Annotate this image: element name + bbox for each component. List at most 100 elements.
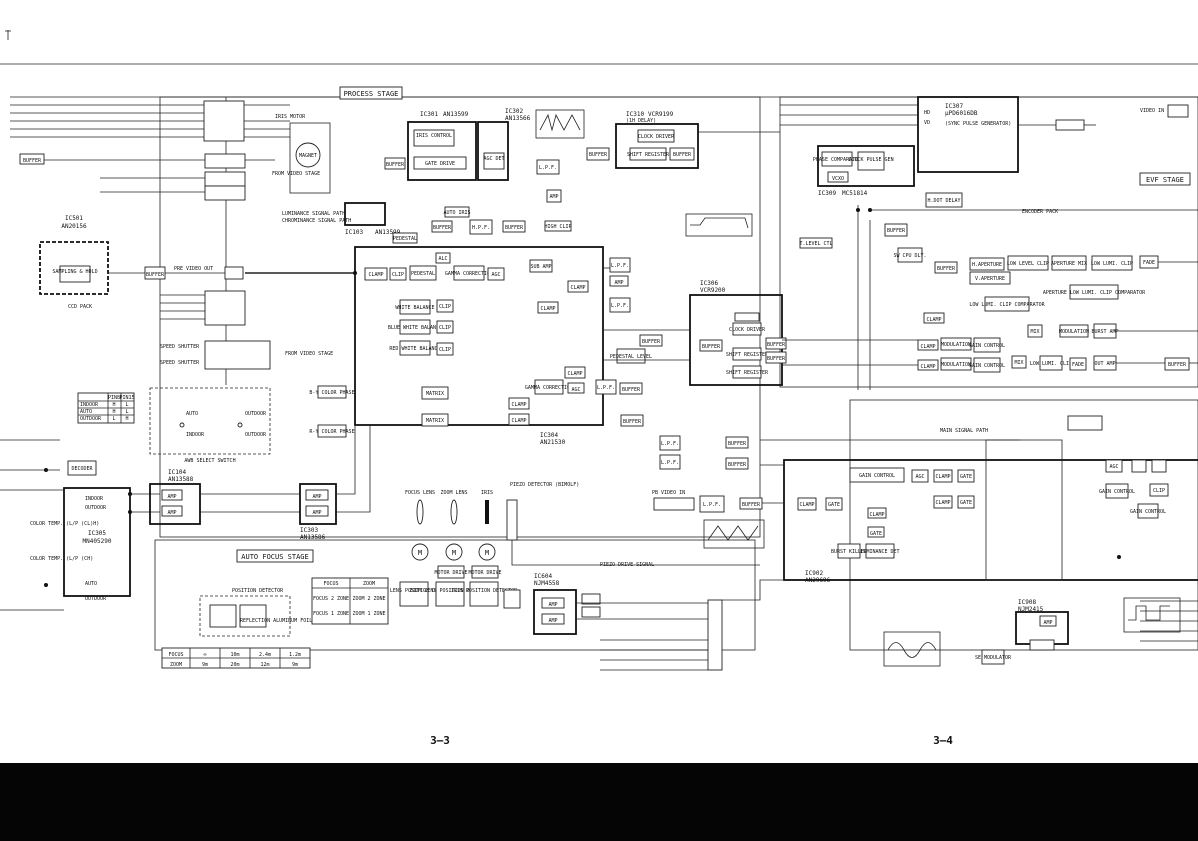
from-video-stage-label: FROM VIDEO STAGE: [272, 171, 320, 177]
dist-r1-c0: FOCUS: [168, 652, 183, 658]
lpf-amp-stack: L.P.F. AMP: [536, 159, 562, 203]
awb-select-label: AWB SELECT SWITCH: [184, 458, 235, 464]
buffer-low-1: BUFFER: [728, 441, 747, 447]
zoom-lens-label: ZOOM LENS: [440, 490, 467, 496]
video-in-label: VIDEO IN: [1140, 108, 1164, 114]
ic902-id: IC902: [805, 570, 823, 577]
ic103-block: IC103 AN13599 LUMINANCE SIGNAL PATH CHRO…: [282, 202, 401, 236]
ic310-part: VCR9199: [648, 111, 674, 118]
ic908-id: IC908: [1018, 599, 1036, 606]
zone-r2-focus: FOCUS 1 ZONE: [313, 611, 349, 617]
ic304-block: IC304 AN21530 CLAMP CLIP PEDESTAL ALC GA…: [354, 246, 604, 446]
signal-buses: [245, 104, 1198, 601]
gate-902-1: GATE: [960, 474, 972, 480]
gamma-sub-label: GAMMA CORRECTION: [525, 385, 573, 391]
buffer-sub: BUFFER: [642, 339, 661, 345]
clamp-902-4: CLAMP: [869, 512, 884, 518]
low-lumi-clip-label: LOW LUMI. CLIP: [1091, 261, 1133, 267]
hpf-1-label: H.P.F.: [472, 225, 490, 231]
ic604-block: IC604 NJM4558 AMP AMP: [503, 573, 601, 635]
b-y-phase-label: B-Y COLOR PHASE: [309, 390, 354, 396]
ic104-amp1: AMP: [167, 494, 176, 500]
ic304-clamp-3: CLAMP: [511, 418, 526, 424]
focus-zoom-zone-table: FOCUS ZOOM FOCUS 2 ZONE ZOOM 2 ZONE FOCU…: [311, 577, 389, 625]
ic301-buffer: BUFFER: [386, 162, 405, 168]
focus-lens-label: FOCUS LENS: [405, 490, 435, 496]
junction-dots: [44, 208, 1121, 587]
gain-control-2: GAIN CONTROL: [969, 363, 1005, 369]
ic302-part: AN13566: [505, 115, 531, 122]
buffer-hpf: BUFFER: [505, 225, 524, 231]
gate-drive-label: GATE DRIVE: [425, 161, 455, 167]
clamp-sub-3: CLAMP: [567, 371, 582, 377]
speed-shutter-1: SPEED SHUTTER: [160, 344, 200, 350]
focus-lens-pos-det: FOCUS LENS POSITION DETECTOR: [372, 588, 457, 594]
ic304-gamma: GAMMA CORRECTION: [445, 271, 493, 277]
buffer-left: BUFFER: [19, 153, 45, 165]
ic305-block: IC305 MN405290 INDOOR OUTDOOR AUTO OUTDO…: [30, 487, 131, 602]
iris-motor-icon: M: [485, 549, 489, 557]
color-temp-2: COLOR TEMP. (L/P (CH): [30, 556, 93, 562]
buffer-low-2: BUFFER: [728, 462, 747, 468]
modulation-2: MODULATION: [941, 362, 971, 368]
t-level-label: T.LEVEL CTL: [799, 241, 832, 247]
switch-head-pin8: PIN8: [108, 395, 120, 401]
zoom-motor-icon: M: [452, 549, 456, 557]
ic304-clip-3: CLIP: [439, 325, 451, 331]
ic305-indoor: INDOOR: [85, 496, 104, 502]
encoder-area: ENCODER PACK H.DOT DELAY BUFFER T.LEVEL …: [799, 192, 1159, 324]
pre-video-out: BUFFER PRE VIDEO OUT: [108, 266, 244, 280]
process-stage-label: PROCESS STAGE: [344, 90, 399, 98]
ic301-part: AN13599: [443, 111, 469, 118]
waveforms-bottom-right: [883, 597, 1181, 667]
ic604-amp2: AMP: [548, 618, 557, 624]
switch-row1-name: INDOOR: [80, 402, 99, 408]
distance-table: FOCUS ∞ 10m 2.4m 1.2m ZOOM 9m 20m 12m 9m: [161, 647, 311, 669]
v-aperture-label: V.APERTURE: [975, 276, 1005, 282]
high-clip-label: HIGH CLIP: [544, 224, 571, 230]
focus-motor-icon: M: [418, 549, 422, 557]
clamp-902-3: CLAMP: [799, 502, 814, 508]
clip-902: CLIP: [1153, 488, 1165, 494]
zone-r1-zoom: ZOOM 2 ZONE: [352, 596, 385, 602]
switch-row3-pin15: H: [125, 416, 128, 422]
ic310-id: IC310: [626, 111, 644, 118]
top-left-connectors: [10, 100, 290, 142]
aperture-mix-label: APERTURE MIX: [1051, 261, 1087, 267]
ic303-amp1: AMP: [312, 494, 321, 500]
ic301-block: IC301 AN13599 IRIS CONTROL GATE DRIVE BU…: [384, 111, 477, 181]
ic501-part: AN20156: [61, 223, 87, 230]
ic902-block: IC902 AN29696 MAIN SIGNAL PATH GAIN CONT…: [783, 415, 1198, 584]
modulation-1: MODULATION: [941, 342, 971, 348]
motor-drive-1: MOTOR DRIVE: [434, 570, 467, 576]
ic307-block: IC307 μPD6016DB (SYNC PULSE GENERATOR) H…: [917, 96, 1019, 173]
ic301-id: IC301: [420, 111, 438, 118]
clamp-902-2: CLAMP: [935, 500, 950, 506]
pre-video-out-label: PRE VIDEO OUT: [174, 266, 213, 272]
af-lenses: FOCUS LENS ZOOM LENS IRIS M M M MOTOR DR…: [372, 490, 518, 607]
ic306-id: IC306: [700, 280, 718, 287]
ic305-id: IC305: [88, 530, 106, 537]
buffer-pb: BUFFER: [742, 502, 761, 508]
ic306-buffer-1: BUFFER: [702, 344, 721, 350]
vcxo-label: VCXO: [832, 176, 844, 182]
page-number-left: 3—3: [430, 734, 450, 747]
ic306-buffer-2: BUFFER: [767, 342, 786, 348]
buffer-out: BUFFER: [1168, 362, 1187, 368]
ic307-part: μPD6016DB: [945, 110, 978, 117]
low-lumi-clip-2: LOW LUMI. CLIP: [1030, 361, 1072, 367]
r-y-phase-label: R-Y COLOR PHASE: [309, 429, 354, 435]
fade-label-1: FADE: [1143, 260, 1155, 266]
matrix-label-2: MATRIX: [426, 418, 444, 424]
ic306-block: IC306 VCR9200 CLOCK DRIVER SHIFT REGISTE…: [689, 280, 787, 386]
amp-right-label: AMP: [614, 280, 623, 286]
clamp-mod-1: CLAMP: [920, 344, 935, 350]
ic305-outdoor: OUTDOOR: [85, 505, 107, 511]
ic304-id: IC304: [540, 432, 558, 439]
ic306-shift-1: SHIFT REGISTER: [726, 352, 769, 358]
ic908-block: IC908 NJM2415 AMP SE MODULATOR: [975, 599, 1069, 665]
ic306-shift-2: SHIFT REGISTER: [726, 370, 769, 376]
h-aperture-label: H.APERTURE: [972, 262, 1002, 268]
ic304-part: AN21530: [540, 439, 566, 446]
switch-row3-name: OUTDOOR: [80, 416, 102, 422]
